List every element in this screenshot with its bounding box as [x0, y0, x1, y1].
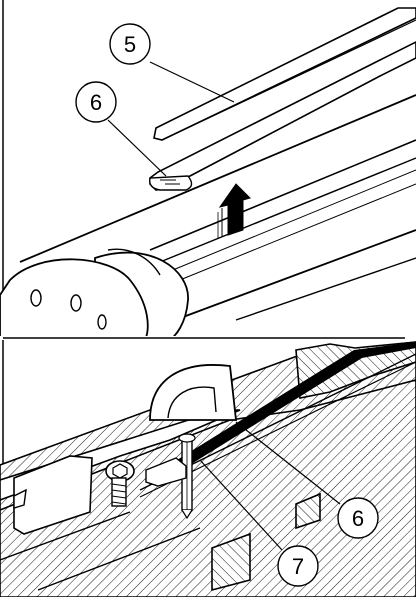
screw-part-7 — [178, 433, 196, 520]
wall — [211, 492, 321, 592]
callout-5: 5 — [109, 23, 235, 103]
hub-ring — [149, 364, 238, 421]
callout-6-top: 6 — [75, 81, 167, 177]
bottom-panel: 6 7 — [0, 340, 416, 597]
hub — [0, 248, 189, 336]
callout-label-5: 5 — [124, 32, 136, 57]
bolt-hole — [97, 314, 107, 330]
shaft — [19, 94, 416, 321]
rail-part-5 — [153, 7, 416, 141]
callout-6-bottom: 6 — [235, 421, 379, 539]
key-part-6 — [149, 41, 416, 191]
callout-label-6-bottom: 6 — [352, 506, 364, 531]
callout-label-7: 7 — [292, 554, 304, 579]
socket-bolt — [105, 460, 135, 507]
callout-label-6-top: 6 — [90, 90, 102, 115]
callout-7: 7 — [199, 459, 319, 587]
bolt-hole — [30, 289, 42, 307]
top-panel: 5 6 — [0, 0, 416, 336]
bolt-hole — [70, 294, 82, 312]
arrow-up-icon — [217, 183, 251, 238]
